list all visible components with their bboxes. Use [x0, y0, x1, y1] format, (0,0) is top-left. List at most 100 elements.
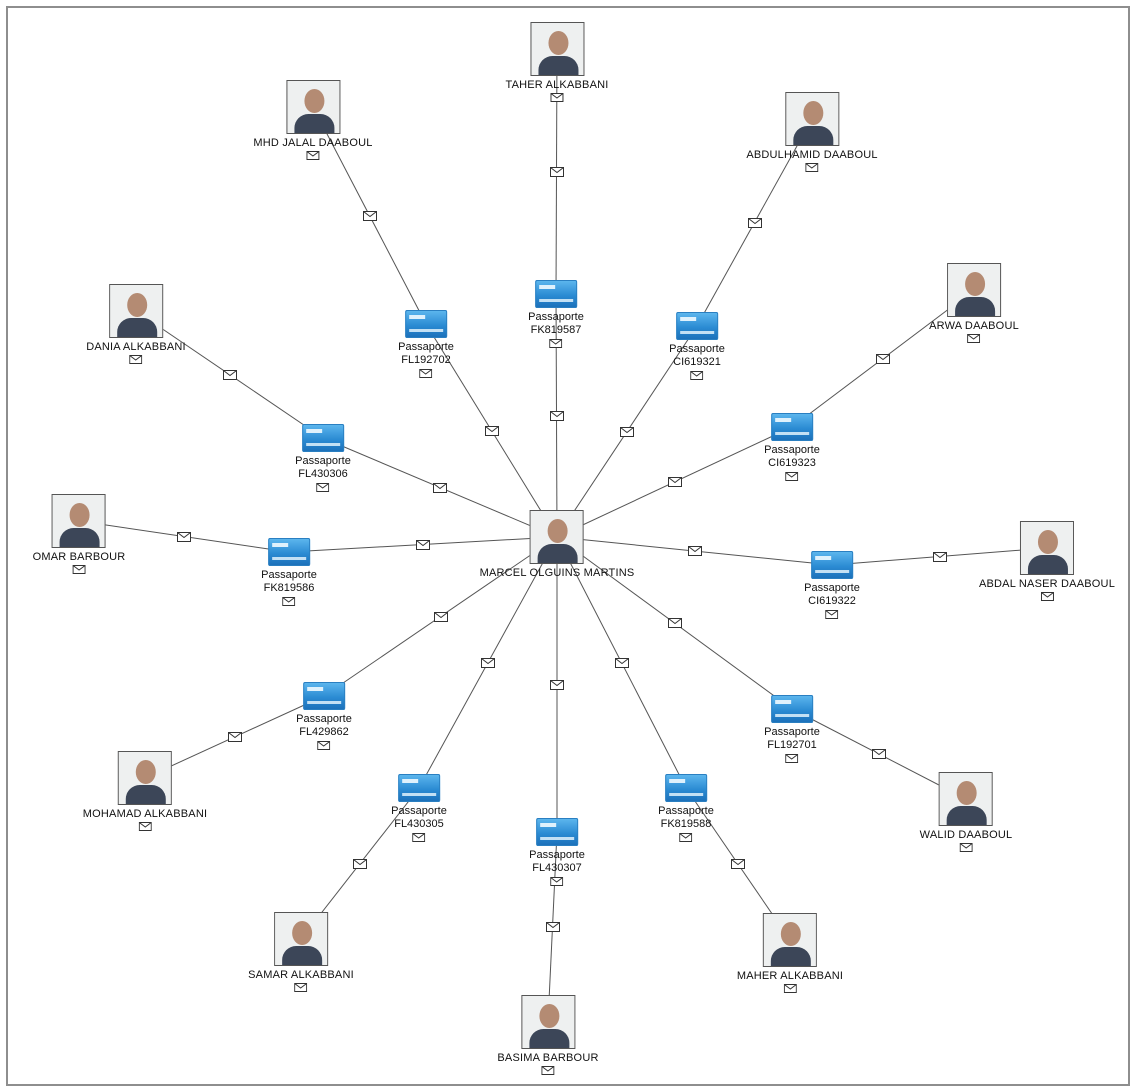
edge-envelope-icon[interactable] [933, 552, 947, 562]
passport-doc-type: Passaporte [764, 444, 820, 456]
person-node[interactable]: SAMAR ALKABBANI [248, 912, 354, 992]
person-node[interactable]: MAHER ALKABBANI [737, 913, 843, 993]
edge-envelope-icon[interactable] [416, 540, 430, 550]
passport-doc-type: Passaporte [529, 849, 585, 861]
envelope-icon[interactable] [825, 610, 839, 619]
person-photo-icon [51, 494, 106, 548]
person-node[interactable]: TAHER ALKABBANI [505, 22, 608, 102]
edge-envelope-icon[interactable] [620, 427, 634, 437]
edge-envelope-icon[interactable] [748, 218, 762, 228]
envelope-icon[interactable] [316, 483, 330, 492]
envelope-icon[interactable] [690, 371, 704, 380]
edge-envelope-icon[interactable] [550, 167, 564, 177]
passport-card-icon [302, 424, 344, 452]
envelope-icon[interactable] [805, 163, 819, 172]
passport-card-icon [676, 312, 718, 340]
envelope-icon[interactable] [72, 565, 86, 574]
envelope-icon[interactable] [959, 843, 973, 852]
envelope-icon[interactable] [282, 597, 296, 606]
edge-envelope-icon[interactable] [876, 354, 890, 364]
envelope-icon[interactable] [129, 355, 143, 364]
edge-envelope-icon[interactable] [688, 546, 702, 556]
envelope-icon[interactable] [550, 93, 564, 102]
passport-doc-number: FL430307 [532, 862, 582, 874]
person-name: SAMAR ALKABBANI [248, 969, 354, 981]
edge-envelope-icon[interactable] [353, 859, 367, 869]
envelope-icon[interactable] [294, 983, 308, 992]
center-person-name: MARCEL OLGUINS MARTINS [479, 567, 635, 579]
envelope-icon[interactable] [785, 754, 799, 763]
passport-doc-type: Passaporte [391, 805, 447, 817]
person-photo-icon [108, 284, 163, 338]
person-node[interactable]: MOHAMAD ALKABBANI [83, 751, 207, 831]
edge-envelope-icon[interactable] [481, 658, 495, 668]
edge-envelope-icon[interactable] [550, 680, 564, 690]
edge-envelope-icon[interactable] [872, 749, 886, 759]
envelope-icon[interactable] [138, 822, 152, 831]
person-node[interactable]: OMAR BARBOUR [33, 494, 126, 574]
passport-doc-number: CI619323 [768, 457, 816, 469]
person-node[interactable]: BASIMA BARBOUR [497, 995, 598, 1075]
passport-doc-type: Passaporte [804, 582, 860, 594]
passport-doc-type: Passaporte [295, 455, 351, 467]
edge-envelope-icon[interactable] [668, 477, 682, 487]
passport-doc-type: Passaporte [658, 805, 714, 817]
envelope-icon[interactable] [412, 833, 426, 842]
person-node[interactable]: ABDULHAMID DAABOUL [746, 92, 877, 172]
envelope-icon[interactable] [785, 472, 799, 481]
envelope-icon[interactable] [679, 833, 693, 842]
envelope-icon[interactable] [1040, 592, 1054, 601]
edge-envelope-icon[interactable] [731, 859, 745, 869]
edge-envelope-icon[interactable] [434, 612, 448, 622]
envelope-icon[interactable] [541, 1066, 555, 1075]
person-node[interactable]: DANIA ALKABBANI [86, 284, 186, 364]
person-node[interactable]: ARWA DAABOUL [929, 263, 1019, 343]
person-photo-icon [118, 751, 172, 805]
person-name: ARWA DAABOUL [929, 320, 1019, 332]
edge-envelope-icon[interactable] [615, 658, 629, 668]
passport-doc-type: Passaporte [528, 311, 584, 323]
person-node[interactable]: WALID DAABOUL [920, 772, 1013, 852]
edge-envelope-icon[interactable] [546, 922, 560, 932]
person-node[interactable]: ABDAL NASER DAABOUL [979, 521, 1115, 601]
envelope-icon[interactable] [419, 369, 433, 378]
envelope-icon[interactable] [550, 877, 564, 886]
envelope-icon[interactable] [783, 984, 797, 993]
edge-envelope-icon[interactable] [177, 532, 191, 542]
envelope-icon[interactable] [306, 151, 320, 160]
passport-doc-number: FL192701 [767, 739, 817, 751]
edge-envelope-icon[interactable] [485, 426, 499, 436]
edge-envelope-icon[interactable] [433, 483, 447, 493]
envelope-icon[interactable] [967, 334, 981, 343]
envelope-icon[interactable] [549, 339, 563, 348]
edge-envelope-icon[interactable] [363, 211, 377, 221]
person-node[interactable]: MHD JALAL DAABOUL [253, 80, 372, 160]
edge-envelope-icon[interactable] [668, 618, 682, 628]
envelope-icon[interactable] [317, 741, 331, 750]
edge-envelope-icon[interactable] [228, 732, 242, 742]
center-person-node[interactable]: MARCEL OLGUINS MARTINS [480, 510, 635, 579]
edge-envelope-icon[interactable] [223, 370, 237, 380]
edge-envelope-icon[interactable] [550, 411, 564, 421]
